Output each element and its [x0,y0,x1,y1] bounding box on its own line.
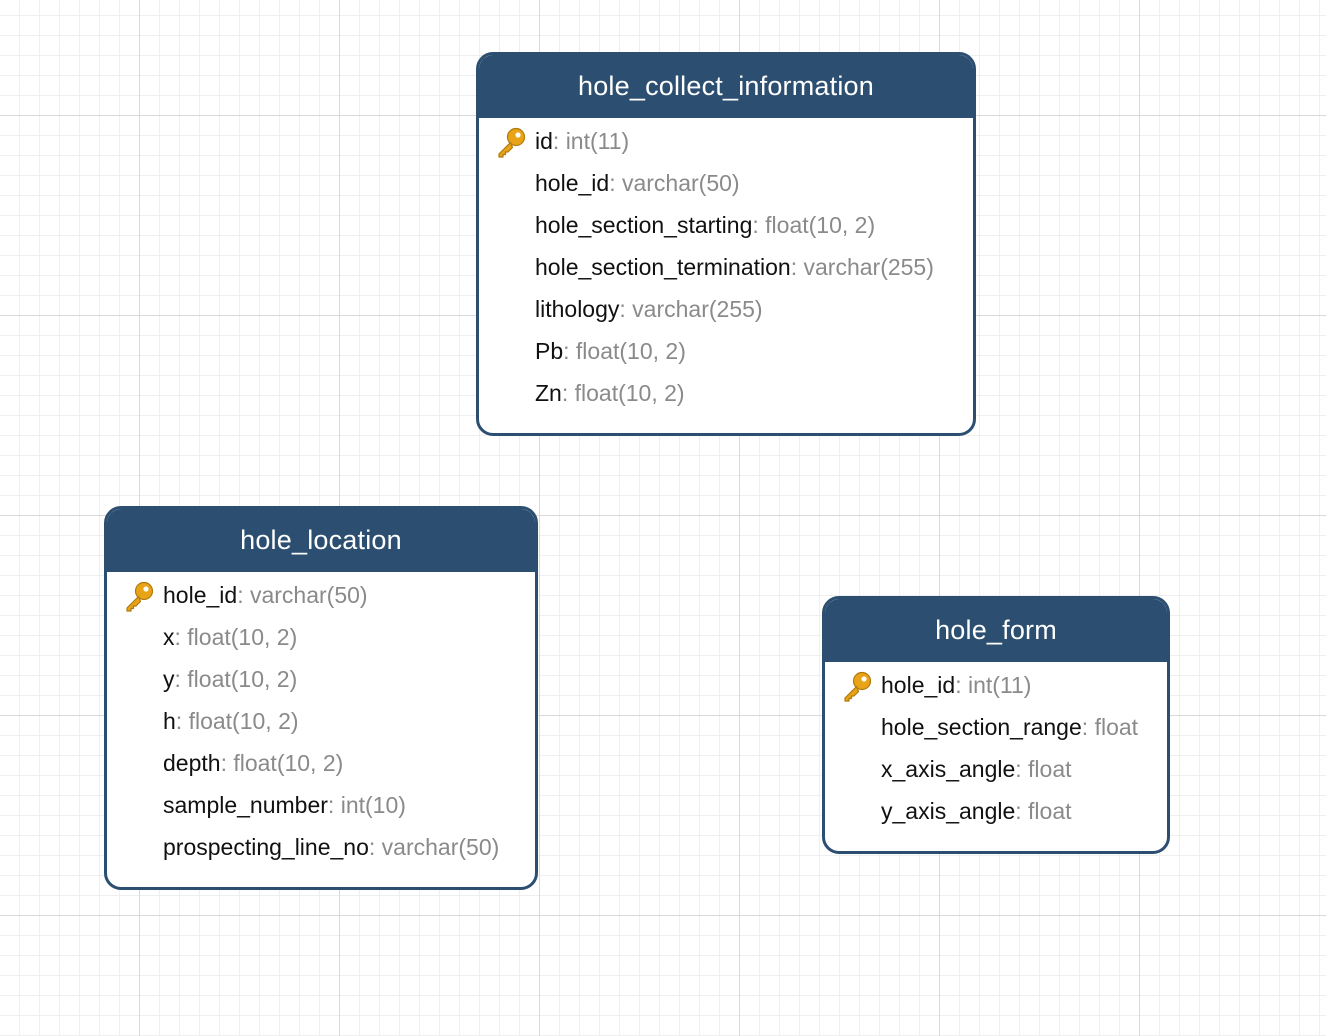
field-separator: : [174,624,188,650]
field-type: int(11) [565,128,630,154]
field-list: hole_id: int(11) hole_section_range: flo… [825,662,1167,832]
primary-key-icon [123,580,155,612]
field-row[interactable]: x_axis_angle: float [825,748,1167,790]
entity-hole-location[interactable]: hole_location hole_id: varchar(50) x: fl… [104,506,538,890]
field-name: y_axis_angle [881,798,1016,824]
entity-hole-form[interactable]: hole_form hole_id: int(11) hole_section_… [822,596,1170,854]
field-separator: : [327,792,341,818]
field-type: float(10, 2) [187,666,298,692]
field-type: float(10, 2) [188,708,299,734]
field-separator: : [237,582,250,608]
field-row[interactable]: depth: float(10, 2) [107,742,535,784]
field-row[interactable]: hole_id: int(11) [825,664,1167,706]
field-separator: : [752,212,766,238]
field-type: int(11) [967,672,1032,698]
field-name: hole_section_termination [535,254,791,280]
field-type: float(10, 2) [187,624,298,650]
field-name: hole_id [535,170,610,196]
field-type: float [1028,798,1072,824]
field-separator: : [1081,714,1095,740]
field-separator: : [174,666,188,692]
field-type: varchar(255) [803,254,934,280]
field-separator: : [1015,756,1029,782]
field-name: Zn [535,380,562,406]
field-separator: : [175,708,189,734]
field-row[interactable]: h: float(10, 2) [107,700,535,742]
field-name: h [163,708,176,734]
field-separator: : [790,254,804,280]
field-separator: : [552,128,566,154]
field-name: id [535,128,553,154]
field-row[interactable]: id: int(11) [479,120,973,162]
field-row[interactable]: prospecting_line_no: varchar(50) [107,826,535,868]
field-row[interactable]: y_axis_angle: float [825,790,1167,832]
field-row[interactable]: x: float(10, 2) [107,616,535,658]
field-name: hole_id [881,672,956,698]
primary-key-icon [841,670,873,702]
field-row[interactable]: sample_number: int(10) [107,784,535,826]
field-name: depth [163,750,221,776]
field-row[interactable]: lithology: varchar(255) [479,288,973,330]
primary-key-icon [495,126,527,158]
field-row[interactable]: y: float(10, 2) [107,658,535,700]
field-separator: : [368,834,382,860]
field-separator: : [619,296,633,322]
field-name: hole_id [163,582,238,608]
entity-header[interactable]: hole_location [107,509,535,572]
field-separator: : [955,672,968,698]
entity-header[interactable]: hole_form [825,599,1167,662]
field-separator: : [1015,798,1029,824]
entity-hole-collect-information[interactable]: hole_collect_information id: int(11) hol… [476,52,976,436]
field-row[interactable]: hole_id: varchar(50) [107,574,535,616]
field-separator: : [220,750,234,776]
field-name: prospecting_line_no [163,834,369,860]
field-name: Pb [535,338,564,364]
field-row[interactable]: hole_section_termination: varchar(255) [479,246,973,288]
field-type: float [1028,756,1072,782]
field-row[interactable]: Pb: float(10, 2) [479,330,973,372]
field-type: varchar(255) [632,296,763,322]
field-separator: : [609,170,622,196]
field-row[interactable]: Zn: float(10, 2) [479,372,973,414]
field-name: hole_section_starting [535,212,753,238]
field-type: int(10) [340,792,406,818]
field-separator: : [563,338,576,364]
field-separator: : [561,380,575,406]
field-type: float(10, 2) [765,212,876,238]
field-type: varchar(50) [621,170,740,196]
entity-title: hole_location [240,525,402,555]
field-type: float(10, 2) [574,380,685,406]
field-list: id: int(11) hole_id: varchar(50) hole_se… [479,118,973,414]
field-type: float(10, 2) [575,338,686,364]
field-type: float [1094,714,1139,740]
entity-header[interactable]: hole_collect_information [479,55,973,118]
field-name: y [163,666,175,692]
field-type: float(10, 2) [233,750,344,776]
field-row[interactable]: hole_section_range: float [825,706,1167,748]
field-name: x [163,624,175,650]
field-list: hole_id: varchar(50) x: float(10, 2) y: … [107,572,535,868]
field-name: x_axis_angle [881,756,1016,782]
field-row[interactable]: hole_id: varchar(50) [479,162,973,204]
field-name: hole_section_range [881,714,1082,740]
entity-title: hole_form [935,615,1057,645]
field-name: lithology [535,296,620,322]
field-type: varchar(50) [249,582,368,608]
entity-title: hole_collect_information [578,71,874,101]
field-row[interactable]: hole_section_starting: float(10, 2) [479,204,973,246]
field-name: sample_number [163,792,328,818]
field-type: varchar(50) [381,834,500,860]
